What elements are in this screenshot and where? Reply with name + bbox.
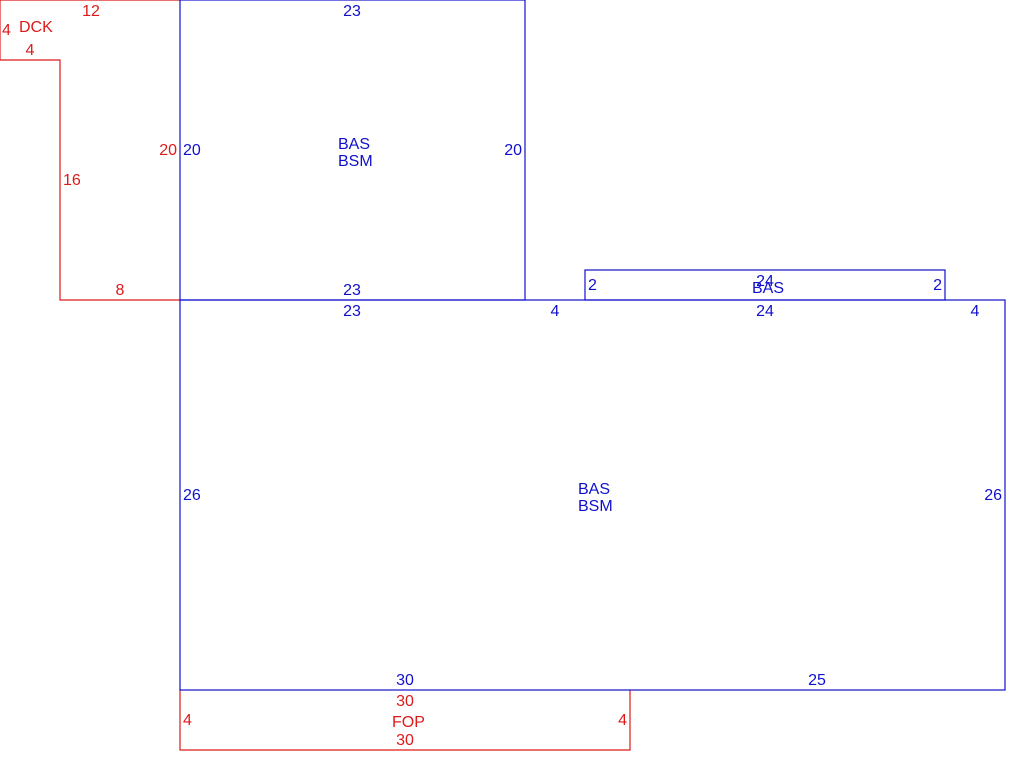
dim-porch-right: 4 (618, 712, 627, 729)
dim-porch-bottom: 30 (396, 732, 414, 749)
dim-deck-left-outer: 4 (2, 22, 11, 39)
dim-deck-bottom: 8 (116, 282, 125, 299)
dim-deck-right: 20 (159, 142, 177, 159)
porch-outline (179, 690, 631, 751)
dim-upper-left-right: 20 (504, 142, 522, 159)
dim-deck-top: 12 (82, 3, 100, 20)
dim-main-right: 26 (984, 487, 1002, 504)
dim-porch-top: 30 (396, 693, 414, 710)
dim-upper-left-top: 23 (343, 3, 361, 20)
main-area-label-2: BSM (578, 498, 613, 515)
deck-outline (0, 0, 180, 301)
upper-left-area-label-1: BAS (338, 136, 370, 153)
dim-main-bottom-left: 30 (396, 672, 414, 689)
porch-area-label: FOP (392, 714, 425, 731)
dim-bump-left: 2 (588, 277, 597, 294)
main-area-label-1: BAS (578, 481, 610, 498)
deck-area-label: DCK (19, 19, 53, 36)
dim-main-top-right: 4 (971, 303, 980, 320)
dim-deck-left-inner: 16 (63, 172, 81, 189)
bump-out-area-label: BAS (752, 280, 784, 297)
dim-main-top-mid: 24 (756, 303, 774, 320)
dim-bump-top: 24 (756, 273, 774, 290)
dim-main-top-gap: 4 (551, 303, 560, 320)
dim-main-bottom-right: 25 (808, 672, 826, 689)
upper-left-area-label-2: BSM (338, 153, 373, 170)
dim-deck-step: 4 (26, 42, 35, 59)
dim-upper-left-bottom: 23 (343, 282, 361, 299)
main-section (179, 299, 1006, 691)
dim-porch-left: 4 (183, 712, 192, 729)
dim-bump-right: 2 (933, 277, 942, 294)
dim-main-top-left: 23 (343, 303, 361, 320)
dim-upper-left-left: 20 (183, 142, 201, 159)
dim-main-left: 26 (183, 487, 201, 504)
